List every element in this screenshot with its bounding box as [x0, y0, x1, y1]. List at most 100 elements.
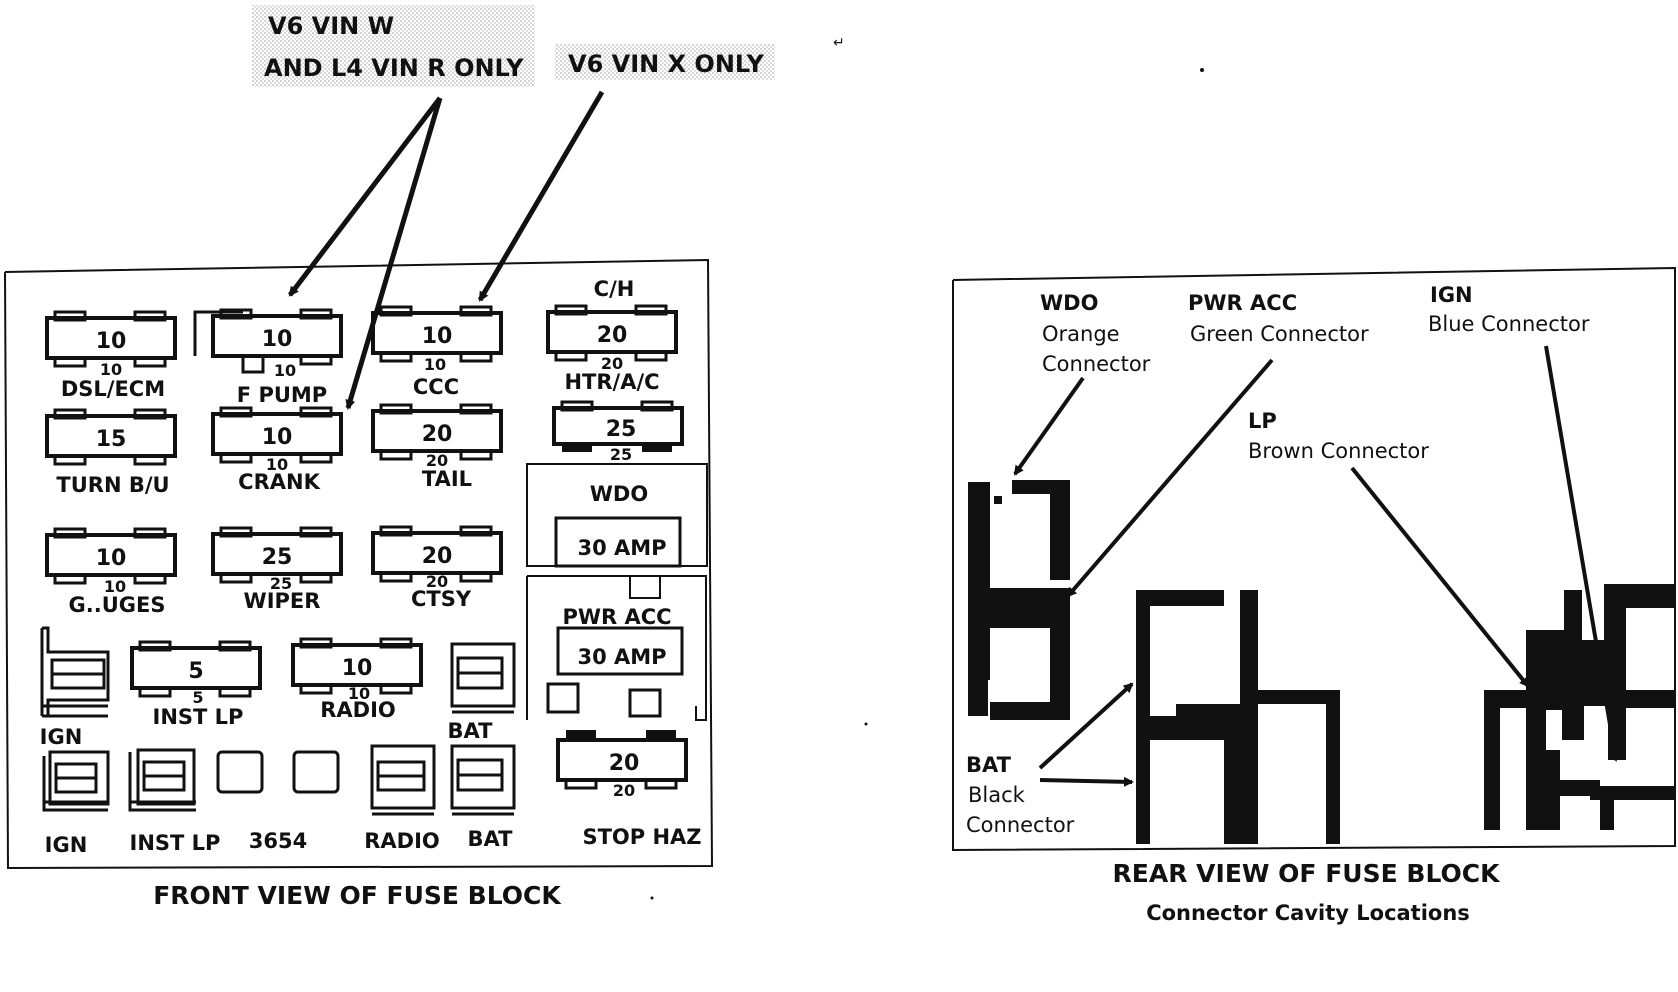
- front-view-frame: [4, 258, 714, 870]
- arrow-ign-connector: [1544, 345, 1620, 762]
- arrow-to-f-pump: [288, 96, 442, 297]
- fuse-radio[interactable]: 10 10: [291, 637, 423, 703]
- wdo-breaker-rating: 30 AMP: [577, 536, 666, 560]
- fuse-sub: 10: [274, 361, 296, 380]
- bat-bottom-label: BAT: [468, 827, 514, 851]
- ign-top-relay[interactable]: [40, 626, 110, 718]
- fuse-f-pump[interactable]: 10 10: [193, 308, 343, 380]
- fuse-ctsy[interactable]: 20 20: [371, 525, 503, 591]
- speck: [864, 722, 868, 726]
- fuse-amp: 20: [422, 544, 453, 569]
- lp-connector-name: LP: [1248, 409, 1277, 433]
- fuse-sub: 25: [270, 574, 292, 593]
- arrow-to-ccc: [477, 90, 605, 302]
- rear-view-subtitle: Connector Cavity Locations: [1146, 901, 1470, 925]
- arrow-bat-connector-lower: [1039, 776, 1134, 787]
- fuse-label-wiper: WIPER: [244, 589, 321, 613]
- fuse-amp: 25: [262, 545, 293, 570]
- pwr-acc-breaker-label: PWR ACC: [562, 605, 671, 629]
- bat-connector-word: Connector: [966, 813, 1075, 837]
- fuse-amp: 10: [96, 546, 127, 571]
- lp-connector-color: Brown Connector: [1248, 439, 1429, 463]
- fuse-amp: 25: [606, 417, 637, 442]
- speck: [1200, 68, 1204, 72]
- fuse-gauges[interactable]: 10 10: [45, 527, 177, 596]
- rear-view-frame: [952, 266, 1676, 852]
- wdo-connector-cavity[interactable]: [968, 480, 1070, 720]
- ign-top-label: IGN: [40, 725, 83, 749]
- fuse-label-turn-bu: TURN B/U: [56, 473, 169, 497]
- wdo-breaker[interactable]: 30 AMP: [554, 516, 682, 568]
- arrow-to-crank: [345, 97, 443, 410]
- fuse-label-inst-lp: INST LP: [153, 705, 244, 729]
- speck: [650, 896, 654, 900]
- fuse-tail[interactable]: 20 20: [371, 403, 503, 470]
- lp-connector-cavity[interactable]: [1484, 584, 1675, 830]
- fuse-inst-lp[interactable]: 5 5: [130, 640, 262, 707]
- fuse-sub: 10: [100, 360, 122, 379]
- callout-vin-w-shading: [252, 5, 535, 87]
- fuse-sub: 10: [104, 577, 126, 596]
- callout-vin-x: V6 VIN X ONLY: [568, 50, 764, 78]
- fuse-amp: 10: [262, 327, 293, 352]
- fuse-sub: 25: [610, 445, 632, 464]
- fuse-sub: 10: [424, 355, 446, 374]
- fuse-sub: 20: [601, 354, 623, 373]
- front-fuse-group: 10 10 DSL/ECM 10 10 F PUMP 10 10 CCC C/H: [40, 277, 708, 857]
- fuse-amp: 10: [96, 329, 127, 354]
- rear-view-title: REAR VIEW OF FUSE BLOCK: [1113, 859, 1502, 888]
- stop-haz-label: STOP HAZ: [582, 825, 701, 849]
- arrow-bat-connector-upper: [1038, 682, 1134, 770]
- inst-lp-bottom-relay[interactable]: [128, 748, 196, 812]
- pwr-acc-breaker[interactable]: 30 AMP: [556, 626, 684, 676]
- fuse-label-crank: CRANK: [238, 470, 320, 494]
- fuse-label-radio: RADIO: [320, 698, 396, 722]
- fuse-dsl-ecm[interactable]: 10 10: [45, 310, 177, 379]
- callout-vin-w-line1: V6 VIN W: [268, 12, 394, 40]
- arrow-lp-connector: [1350, 466, 1530, 688]
- fuse-turn-bu[interactable]: 15: [45, 408, 177, 466]
- fuse-stop-haz[interactable]: 20 20: [556, 730, 688, 800]
- fuse-25[interactable]: 25 25: [552, 400, 684, 464]
- fuse-sub: 20: [426, 572, 448, 591]
- fuse-label-dsl-ecm: DSL/ECM: [61, 377, 165, 401]
- fuse-sub: 10: [348, 684, 370, 703]
- fuse-label-f-pump: F PUMP: [237, 383, 327, 407]
- fuse-sub: 20: [613, 781, 635, 800]
- fuse-label-ctsy: CTSY: [411, 587, 472, 611]
- wdo-breaker-label: WDO: [590, 482, 648, 506]
- socket-3654-a[interactable]: [216, 750, 264, 794]
- callout-vin-w-line2: AND L4 VIN R ONLY: [264, 54, 524, 82]
- bat-connector-cavity[interactable]: [1136, 590, 1340, 844]
- arrow-wdo-connector: [1013, 376, 1085, 476]
- pwr-acc-connector-color: Green Connector: [1190, 322, 1369, 346]
- fuse-amp: 20: [609, 751, 640, 776]
- arrow-pwr-acc-connector: [1066, 358, 1274, 598]
- fuse-htr-ac[interactable]: 20 20: [546, 304, 678, 373]
- fuse-label-htr-ac: HTR/A/C: [564, 370, 659, 394]
- bat-connector-color: Black: [968, 783, 1026, 807]
- socket-3654-b[interactable]: [292, 750, 340, 794]
- fuse-amp: 15: [96, 427, 127, 452]
- radio-bottom-relay[interactable]: [370, 744, 436, 816]
- fuse-label-ccc: CCC: [413, 375, 459, 399]
- bat-top-relay[interactable]: [450, 642, 516, 714]
- pwr-acc-connector-name: PWR ACC: [1188, 291, 1297, 315]
- radio-bottom-label: RADIO: [364, 829, 440, 853]
- fuse-wiper[interactable]: 25 25: [211, 526, 343, 593]
- pwr-acc-breaker-rating: 30 AMP: [577, 645, 666, 669]
- ign-bottom-label: IGN: [45, 833, 88, 857]
- fuse-sub: 10: [266, 455, 288, 474]
- fuse-crank[interactable]: 10 10: [211, 406, 343, 474]
- fuse-top-label-c-h: C/H: [594, 277, 635, 301]
- fuse-amp: 10: [422, 324, 453, 349]
- ign-connector-color: Blue Connector: [1428, 312, 1590, 336]
- bat-bottom-relay[interactable]: [450, 744, 516, 816]
- front-view-caption: FRONT VIEW OF FUSE BLOCK: [153, 881, 562, 910]
- fuse-ccc[interactable]: 10 10: [371, 305, 503, 374]
- ign-bottom-relay[interactable]: [42, 750, 110, 812]
- bat-connector-name: BAT: [966, 753, 1012, 777]
- fuse-amp: 20: [597, 323, 628, 348]
